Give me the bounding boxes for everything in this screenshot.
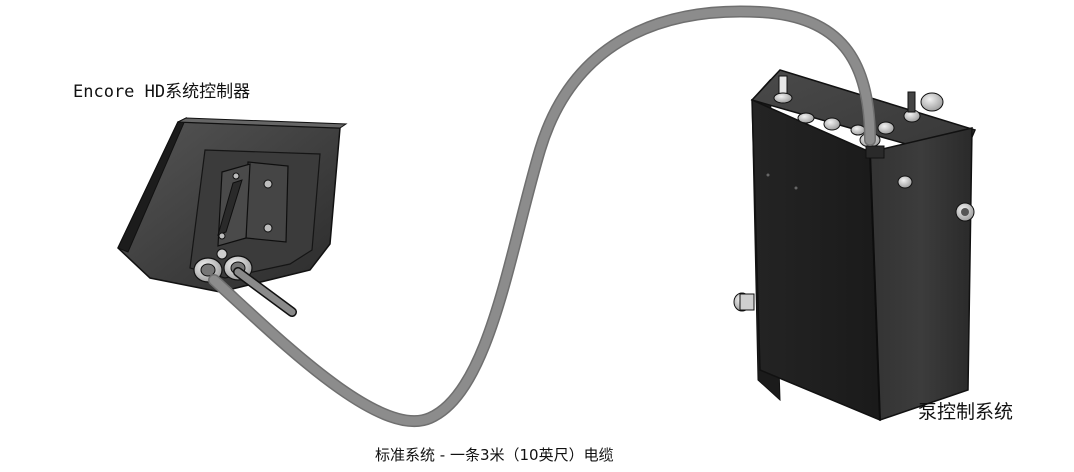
pump-control-box [733,69,977,422]
system-controller [117,116,348,317]
side-fittings [733,175,975,312]
mounting-bracket [217,161,289,247]
cable-gland-left [193,257,223,283]
pump-system-label: 泵控制系统 [918,401,1014,423]
controller-label: Encore HD系统控制器 [73,82,251,102]
cable-caption: 标准系统 - 一条3米（10英尺）电缆 [375,446,614,464]
standard-cable [208,5,876,427]
